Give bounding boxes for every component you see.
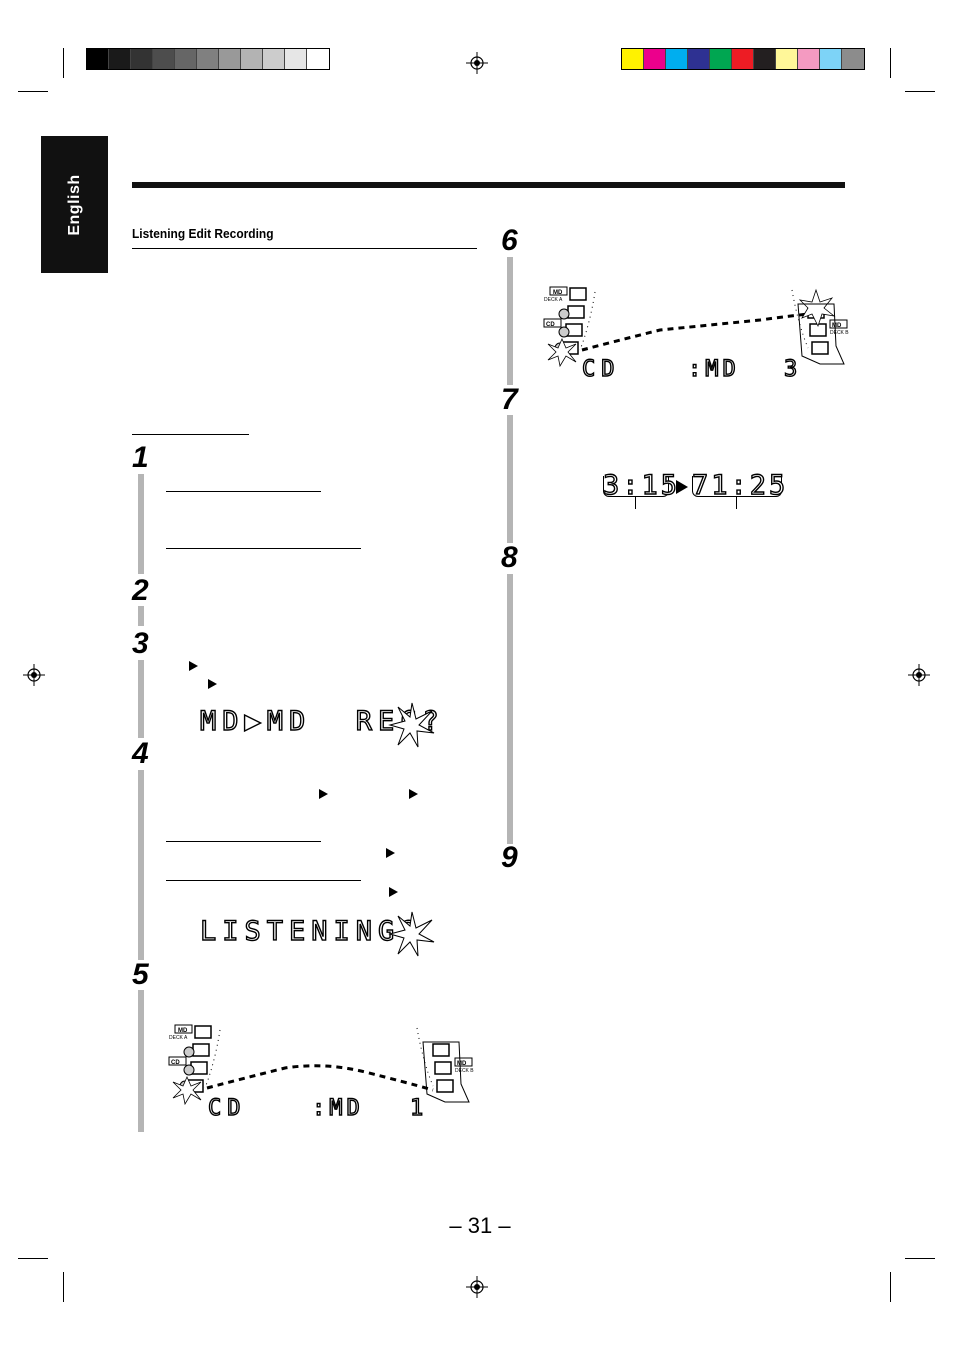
step-bar [507,257,513,385]
color-swatch [820,49,842,69]
color-swatch [307,49,329,69]
play-arrow-icon [409,789,418,799]
color-swatch [285,49,307,69]
display-step6-track: 3 [783,356,804,382]
color-swatch [666,49,688,69]
display-step5-track: 1 [409,1095,430,1121]
language-tab-label: English [65,173,83,236]
step-bar [138,990,144,1132]
step-bar [138,606,144,626]
play-arrow-icon [208,679,217,689]
color-swatch [754,49,776,69]
color-swatch [241,49,263,69]
language-tab: English [41,136,108,273]
registration-mark-icon [466,52,488,74]
deck-transfer-diagram: MD DECK A CD MD DECK B [543,286,849,368]
crop-mark [63,1272,64,1302]
play-arrow-icon [676,480,688,494]
time-bracket-right [692,476,782,497]
play-arrow-icon [189,661,198,671]
deck-transfer-diagram: MD DECK A CD MD DECK B [168,1024,474,1106]
blink-star-icon [388,911,435,957]
step-bar [138,660,144,738]
color-swatch [263,49,285,69]
color-swatch [153,49,175,69]
color-swatch [622,49,644,69]
blink-star-icon [388,702,435,748]
color-swatch [776,49,798,69]
svg-text:MD: MD [178,1028,188,1034]
color-swatch [644,49,666,69]
header-rule [132,182,845,188]
display-elapsed-time: 3:15 [602,469,681,501]
crop-mark [905,91,935,92]
svg-text:MD: MD [457,1061,467,1067]
color-calibration-bar [621,48,865,70]
color-swatch [732,49,754,69]
color-swatch [197,49,219,69]
crop-mark [890,48,891,78]
crop-mark [905,1258,935,1259]
step-bar [138,770,144,960]
crop-mark [63,48,64,78]
heading-underline [166,548,361,549]
display-step6-dst: :MD [687,356,740,382]
step-bar [507,574,513,844]
svg-text:MD: MD [553,290,563,296]
color-swatch [175,49,197,69]
display-remaining-time: 71:25 [691,469,789,501]
display-step5-dst: :MD [311,1095,364,1121]
callout-line [635,497,636,509]
step-number-1: 1 [132,441,149,474]
color-swatch [842,49,864,69]
step-number-2: 2 [132,574,149,607]
color-swatch [219,49,241,69]
display-step6-src: CD [581,356,621,382]
play-arrow-icon [386,848,395,858]
section-underline [132,248,477,249]
time-bracket-left [603,476,669,497]
color-swatch [710,49,732,69]
crop-mark [890,1272,891,1302]
heading-underline [166,491,321,492]
step-number-8: 8 [501,541,518,574]
play-arrow-icon [319,789,328,799]
color-swatch [109,49,131,69]
display-step5-src: CD [207,1095,247,1121]
heading-underline [166,841,321,842]
svg-text:DECK B: DECK B [830,330,849,336]
step-bar [138,474,144,574]
heading-underline [166,880,361,881]
registration-mark-icon [23,664,45,686]
svg-text:DECK B: DECK B [455,1068,474,1074]
svg-text:DECK A: DECK A [169,1035,188,1041]
step-number-7: 7 [501,383,518,416]
callout-line [736,497,737,509]
color-swatch [688,49,710,69]
display-md-rec: MD▶MD REC? [199,705,445,737]
section-title: Listening Edit Recording [132,226,274,241]
svg-text:CD: CD [171,1060,180,1066]
step-number-9: 9 [501,841,518,874]
grayscale-calibration-bar [86,48,330,70]
step-bar [507,415,513,543]
svg-text:DECK A: DECK A [544,297,563,303]
step-number-6: 6 [501,224,518,257]
color-swatch [87,49,109,69]
play-arrow-icon [389,887,398,897]
crop-mark [18,1258,48,1259]
step-number-4: 4 [132,737,149,770]
color-swatch [131,49,153,69]
display-listening: LISTENING? [199,915,423,947]
crop-mark [18,91,48,92]
registration-mark-icon [466,1276,488,1298]
svg-text:MD: MD [832,323,842,329]
step-number-5: 5 [132,958,149,991]
step-number-3: 3 [132,627,149,660]
registration-mark-icon [908,664,930,686]
color-swatch [798,49,820,69]
page-number: – 31 – [449,1213,511,1238]
svg-text:CD: CD [546,322,555,328]
heading-underline [132,434,249,435]
